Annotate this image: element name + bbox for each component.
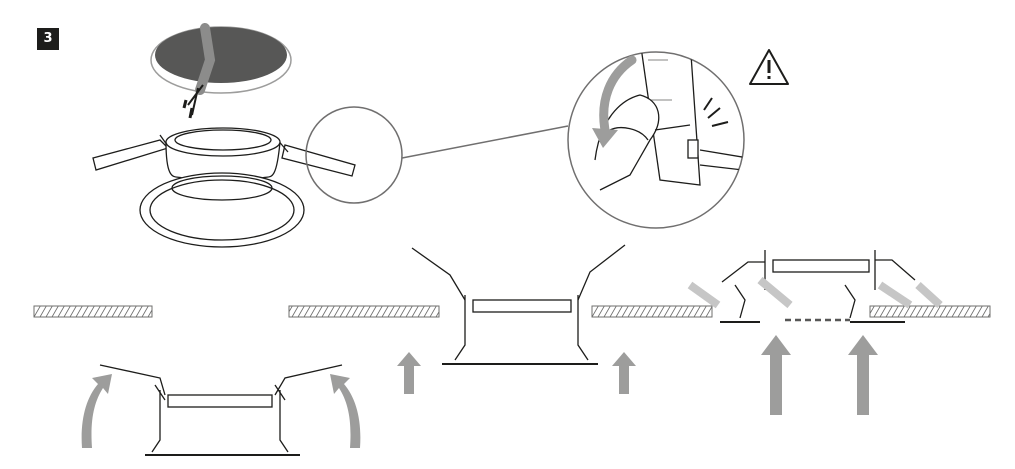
warning-triangle-icon <box>749 49 789 85</box>
fixture-step-a <box>99 364 343 456</box>
push-arrows <box>81 335 878 448</box>
ceiling-hole-with-cable <box>150 23 292 119</box>
step-number-badge: 3 <box>37 28 59 50</box>
fixture-step-c <box>687 250 943 323</box>
ceiling-sections <box>33 305 991 318</box>
fixture-step-b <box>411 244 626 365</box>
zoom-callout <box>305 51 745 229</box>
downlight-fixture <box>92 127 356 248</box>
